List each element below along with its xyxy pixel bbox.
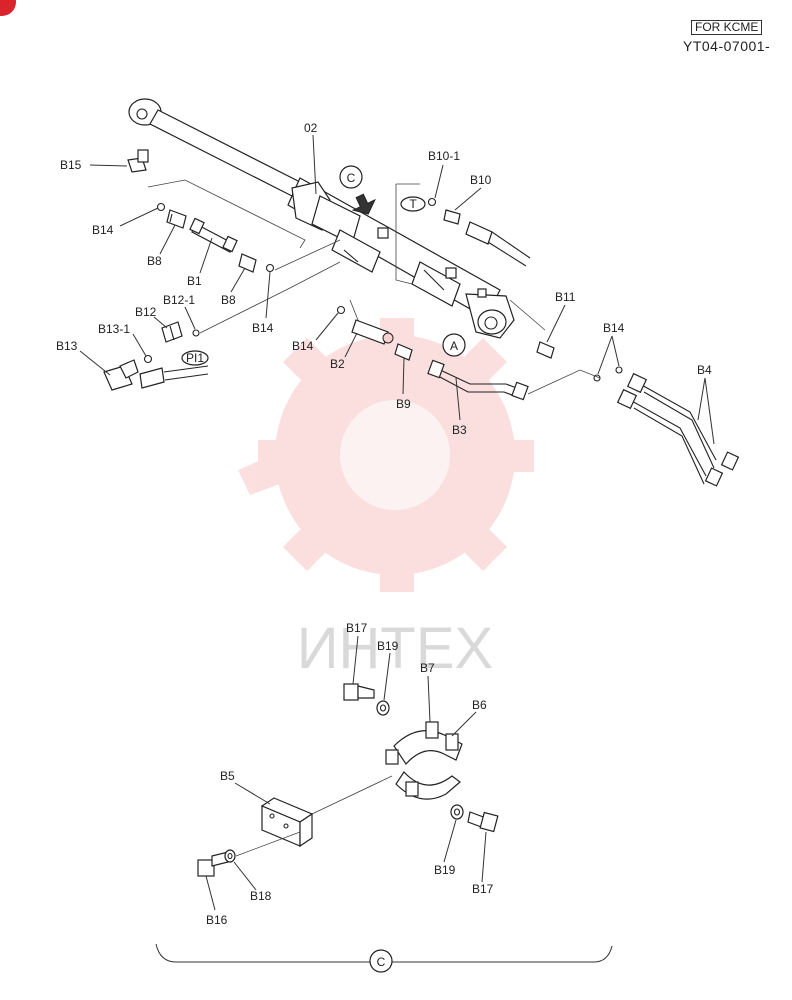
callout-c-bottom: C bbox=[369, 949, 393, 973]
part-b12 bbox=[161, 321, 183, 343]
label-b13: B13 bbox=[56, 339, 78, 353]
label-b6: B6 bbox=[472, 698, 487, 712]
label-b11: B11 bbox=[555, 290, 576, 304]
part-b8-right bbox=[238, 253, 257, 273]
leader-b15 bbox=[89, 164, 128, 167]
part-b8-left bbox=[166, 209, 187, 229]
svg-text:C: C bbox=[377, 955, 386, 969]
watermark-gear-hole bbox=[340, 400, 450, 510]
oring-b14-b2 bbox=[336, 305, 346, 315]
part-b4-tubes bbox=[616, 372, 740, 487]
hydraulic-cylinder bbox=[128, 98, 515, 339]
callout-pi1: PI1 bbox=[181, 350, 209, 366]
label-b15: B15 bbox=[60, 158, 82, 172]
oring-b12-1 bbox=[192, 329, 200, 337]
part-b9 bbox=[394, 343, 413, 361]
part-b13-elbow bbox=[103, 359, 139, 391]
part-b11 bbox=[536, 341, 555, 359]
label-b10: B10 bbox=[470, 173, 492, 187]
callout-t: T bbox=[400, 196, 426, 212]
oring-b14-right-a bbox=[593, 374, 601, 382]
part-b17-bolt-top bbox=[343, 683, 375, 701]
label-b19-b: B19 bbox=[434, 863, 456, 877]
label-b4: B4 bbox=[697, 363, 712, 377]
label-b17-b: B17 bbox=[472, 882, 494, 896]
part-b19-washer-bottom bbox=[450, 804, 464, 820]
callout-a: A bbox=[442, 333, 466, 357]
part-b3-tube bbox=[427, 359, 529, 401]
oring-b13-1 bbox=[143, 354, 153, 364]
svg-text:T: T bbox=[409, 197, 417, 211]
label-b8-a: B8 bbox=[147, 254, 162, 268]
svg-text:PI1: PI1 bbox=[186, 351, 204, 365]
hose-pi1 bbox=[139, 365, 209, 389]
callout-c-top: C bbox=[339, 165, 363, 189]
part-b5-block bbox=[260, 797, 314, 848]
oring-b14-left bbox=[156, 202, 166, 212]
part-b2 bbox=[351, 319, 394, 345]
label-b14-a: B14 bbox=[92, 223, 114, 237]
label-b14-b: B14 bbox=[252, 321, 274, 335]
label-b8-b: B8 bbox=[221, 293, 236, 307]
label-b17-a: B17 bbox=[346, 621, 368, 635]
label-b1: B1 bbox=[187, 274, 202, 288]
label-b3: B3 bbox=[452, 423, 467, 437]
section-arrow bbox=[351, 193, 376, 215]
part-b15-elbow bbox=[127, 149, 149, 173]
part-b17-bolt-bottom bbox=[467, 811, 499, 833]
leader-b5-clamp bbox=[311, 775, 393, 815]
label-b12-1: B12-1 bbox=[163, 293, 195, 307]
label-b16: B16 bbox=[206, 913, 228, 927]
label-02: 02 bbox=[304, 121, 318, 135]
label-b9: B9 bbox=[396, 397, 411, 411]
label-b10-1: B10-1 bbox=[428, 149, 460, 163]
label-leaders bbox=[79, 134, 715, 911]
label-b13-1: B13-1 bbox=[98, 322, 130, 336]
label-b18: B18 bbox=[250, 889, 272, 903]
leader-lines bbox=[147, 179, 601, 395]
part-b6-b7-clamp bbox=[385, 721, 463, 800]
oring-b14-right-b bbox=[615, 366, 623, 374]
label-b14-d: B14 bbox=[603, 321, 625, 335]
label-b12: B12 bbox=[135, 305, 157, 319]
header-badge: FOR KCME bbox=[691, 20, 763, 35]
oring-b14-mid bbox=[265, 263, 275, 273]
label-b19-a: B19 bbox=[377, 639, 399, 653]
part-b18-washer bbox=[224, 849, 236, 863]
oring-b10-1 bbox=[427, 197, 437, 207]
detail-c-brace bbox=[155, 943, 613, 963]
leader-b16-block bbox=[235, 831, 301, 857]
label-b5: B5 bbox=[220, 769, 235, 783]
svg-text:A: A bbox=[450, 339, 458, 353]
hose-b10 bbox=[465, 221, 531, 267]
part-b16-bolt bbox=[197, 851, 229, 877]
label-b2: B2 bbox=[330, 357, 345, 371]
label-b14-c: B14 bbox=[292, 339, 314, 353]
header-code: YT04-07001- bbox=[683, 38, 771, 54]
watermark-text: ИНТЕХ bbox=[297, 616, 493, 681]
label-b7: B7 bbox=[420, 661, 435, 675]
part-b1-tube bbox=[189, 217, 238, 253]
svg-text:C: C bbox=[347, 171, 356, 185]
part-b19-washer-top bbox=[376, 700, 390, 716]
part-b10 bbox=[443, 209, 461, 225]
